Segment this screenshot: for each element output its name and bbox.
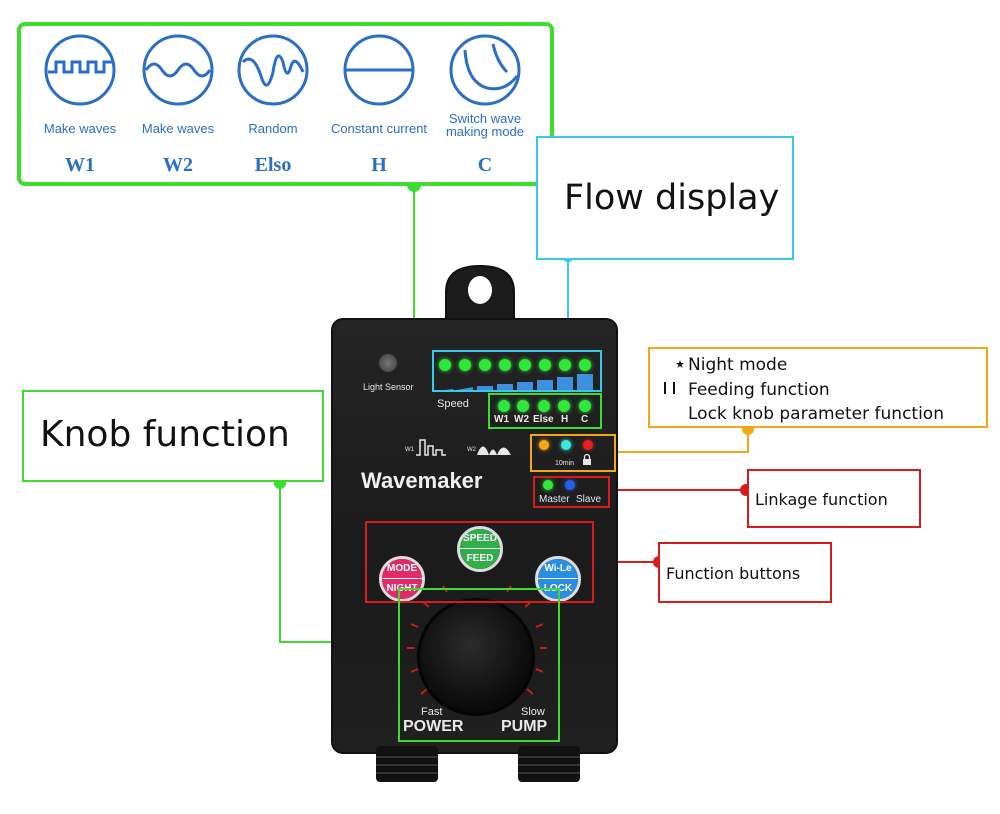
lock-icon: [583, 453, 591, 465]
linkage-function-callout: Linkage function: [747, 469, 921, 528]
mode-label-else: Else: [533, 414, 554, 425]
master-label: Master: [539, 494, 570, 505]
wave-mode-code: Elso: [254, 154, 292, 176]
wave-mode-w1: Make waves W1: [31, 32, 129, 176]
night-mode-label: Night mode: [688, 355, 788, 375]
wave-mode-constant: Constant current H: [324, 32, 434, 176]
lock-knob-label: Lock knob parameter function: [688, 404, 944, 424]
w2-graph-label: W2: [467, 447, 476, 453]
pump-label: PUMP: [501, 718, 548, 735]
wave-mode-label: Make waves: [43, 121, 117, 136]
wave-mode-code: W1: [65, 154, 95, 176]
slave-led: [565, 480, 575, 490]
night-feed-lock-callout: Night mode Feeding function Lock knob pa…: [648, 347, 988, 428]
power-label: POWER: [403, 718, 464, 735]
mode-led-w2: [517, 400, 529, 412]
wave-mode-code: H: [371, 154, 387, 176]
speed-label: Speed: [437, 398, 469, 410]
timer-label: 10min: [555, 460, 575, 467]
mode-button-label: MODE: [382, 559, 422, 579]
wave-mode-random: Random Elso: [224, 32, 322, 176]
speed-led-8: [579, 359, 591, 371]
wave-mode-label-line1: Switch wave: [448, 111, 522, 126]
wave-mode-code: C: [477, 154, 493, 176]
pump-connector: [518, 746, 580, 782]
speed-led-1: [439, 359, 451, 371]
mode-label-w1: W1: [494, 414, 509, 425]
master-led: [543, 480, 553, 490]
night-indicator-highlight: [530, 434, 616, 472]
wave-mode-w2: Make waves W2: [129, 32, 227, 176]
random-wave-icon: [237, 34, 309, 106]
feed-button-label: FEED: [460, 548, 500, 569]
speed-feed-button[interactable]: SPEED FEED: [457, 526, 503, 572]
night-led: [539, 440, 549, 450]
function-buttons-highlight: [365, 521, 594, 603]
wile-button-label: Wi-Le: [538, 559, 578, 579]
speed-button-label: SPEED: [460, 529, 500, 549]
sine-wave-icon: [142, 34, 214, 106]
pause-icon: [664, 382, 675, 394]
mode-label-h: H: [561, 414, 569, 425]
speed-led-3: [479, 359, 491, 371]
wave-mode-label: Constant current: [330, 121, 428, 136]
w2-graph-icon: [477, 446, 511, 455]
knob-function-callout: Knob function: [22, 390, 324, 482]
hanging-hook: [445, 264, 515, 324]
speed-led-6: [539, 359, 551, 371]
constant-line-icon: [343, 34, 415, 106]
mode-label-c: C: [581, 414, 589, 425]
moon-star-icon: [664, 355, 684, 371]
light-sensor-label: Light Sensor: [363, 382, 414, 392]
wave-mode-label-line2: making mode: [445, 124, 525, 139]
flow-display-label: Flow display: [564, 178, 780, 218]
speed-led-5: [519, 359, 531, 371]
w1-graph-label: W1: [405, 447, 414, 453]
knob-function-label: Knob function: [40, 414, 290, 455]
lock-led: [583, 440, 593, 450]
speed-led-7: [559, 359, 571, 371]
linkage-function-label: Linkage function: [755, 490, 888, 509]
feeding-function-label: Feeding function: [688, 380, 830, 400]
switch-wave-icon: [449, 34, 521, 106]
square-wave-icon: [44, 34, 116, 106]
mode-led-else: [538, 400, 550, 412]
wave-mode-code: W2: [163, 154, 193, 176]
power-connector: [376, 746, 438, 782]
wave-modes-panel: Make waves W1 Make waves W2 Random Elso …: [17, 22, 554, 186]
mode-label-w2: W2: [514, 414, 529, 425]
knob-highlight: [398, 588, 560, 742]
brand-label: Wavemaker: [361, 468, 483, 493]
function-buttons-callout: Function buttons: [658, 542, 832, 603]
slow-label: Slow: [521, 706, 545, 718]
mode-led-w1: [498, 400, 510, 412]
wave-mode-label: Make waves: [141, 121, 215, 136]
mode-display-highlight: [488, 393, 602, 429]
speed-knob[interactable]: [417, 598, 535, 716]
speed-display-highlight: [432, 350, 602, 392]
slave-label: Slave: [576, 494, 602, 505]
mode-led-h: [558, 400, 570, 412]
speed-led-2: [459, 359, 471, 371]
light-sensor-icon: [379, 354, 397, 372]
wave-mode-label: Random: [248, 121, 298, 136]
w1-graph-icon: [416, 439, 446, 456]
linkage-indicator-highlight: [533, 476, 610, 508]
function-buttons-label: Function buttons: [666, 564, 801, 583]
flow-display-callout: Flow display: [536, 136, 794, 260]
speed-led-4: [499, 359, 511, 371]
fast-label: Fast: [421, 706, 443, 718]
feed-led: [561, 440, 571, 450]
wave-mode-switch: Switch wave making mode C: [435, 32, 535, 176]
mode-led-c: [579, 400, 591, 412]
